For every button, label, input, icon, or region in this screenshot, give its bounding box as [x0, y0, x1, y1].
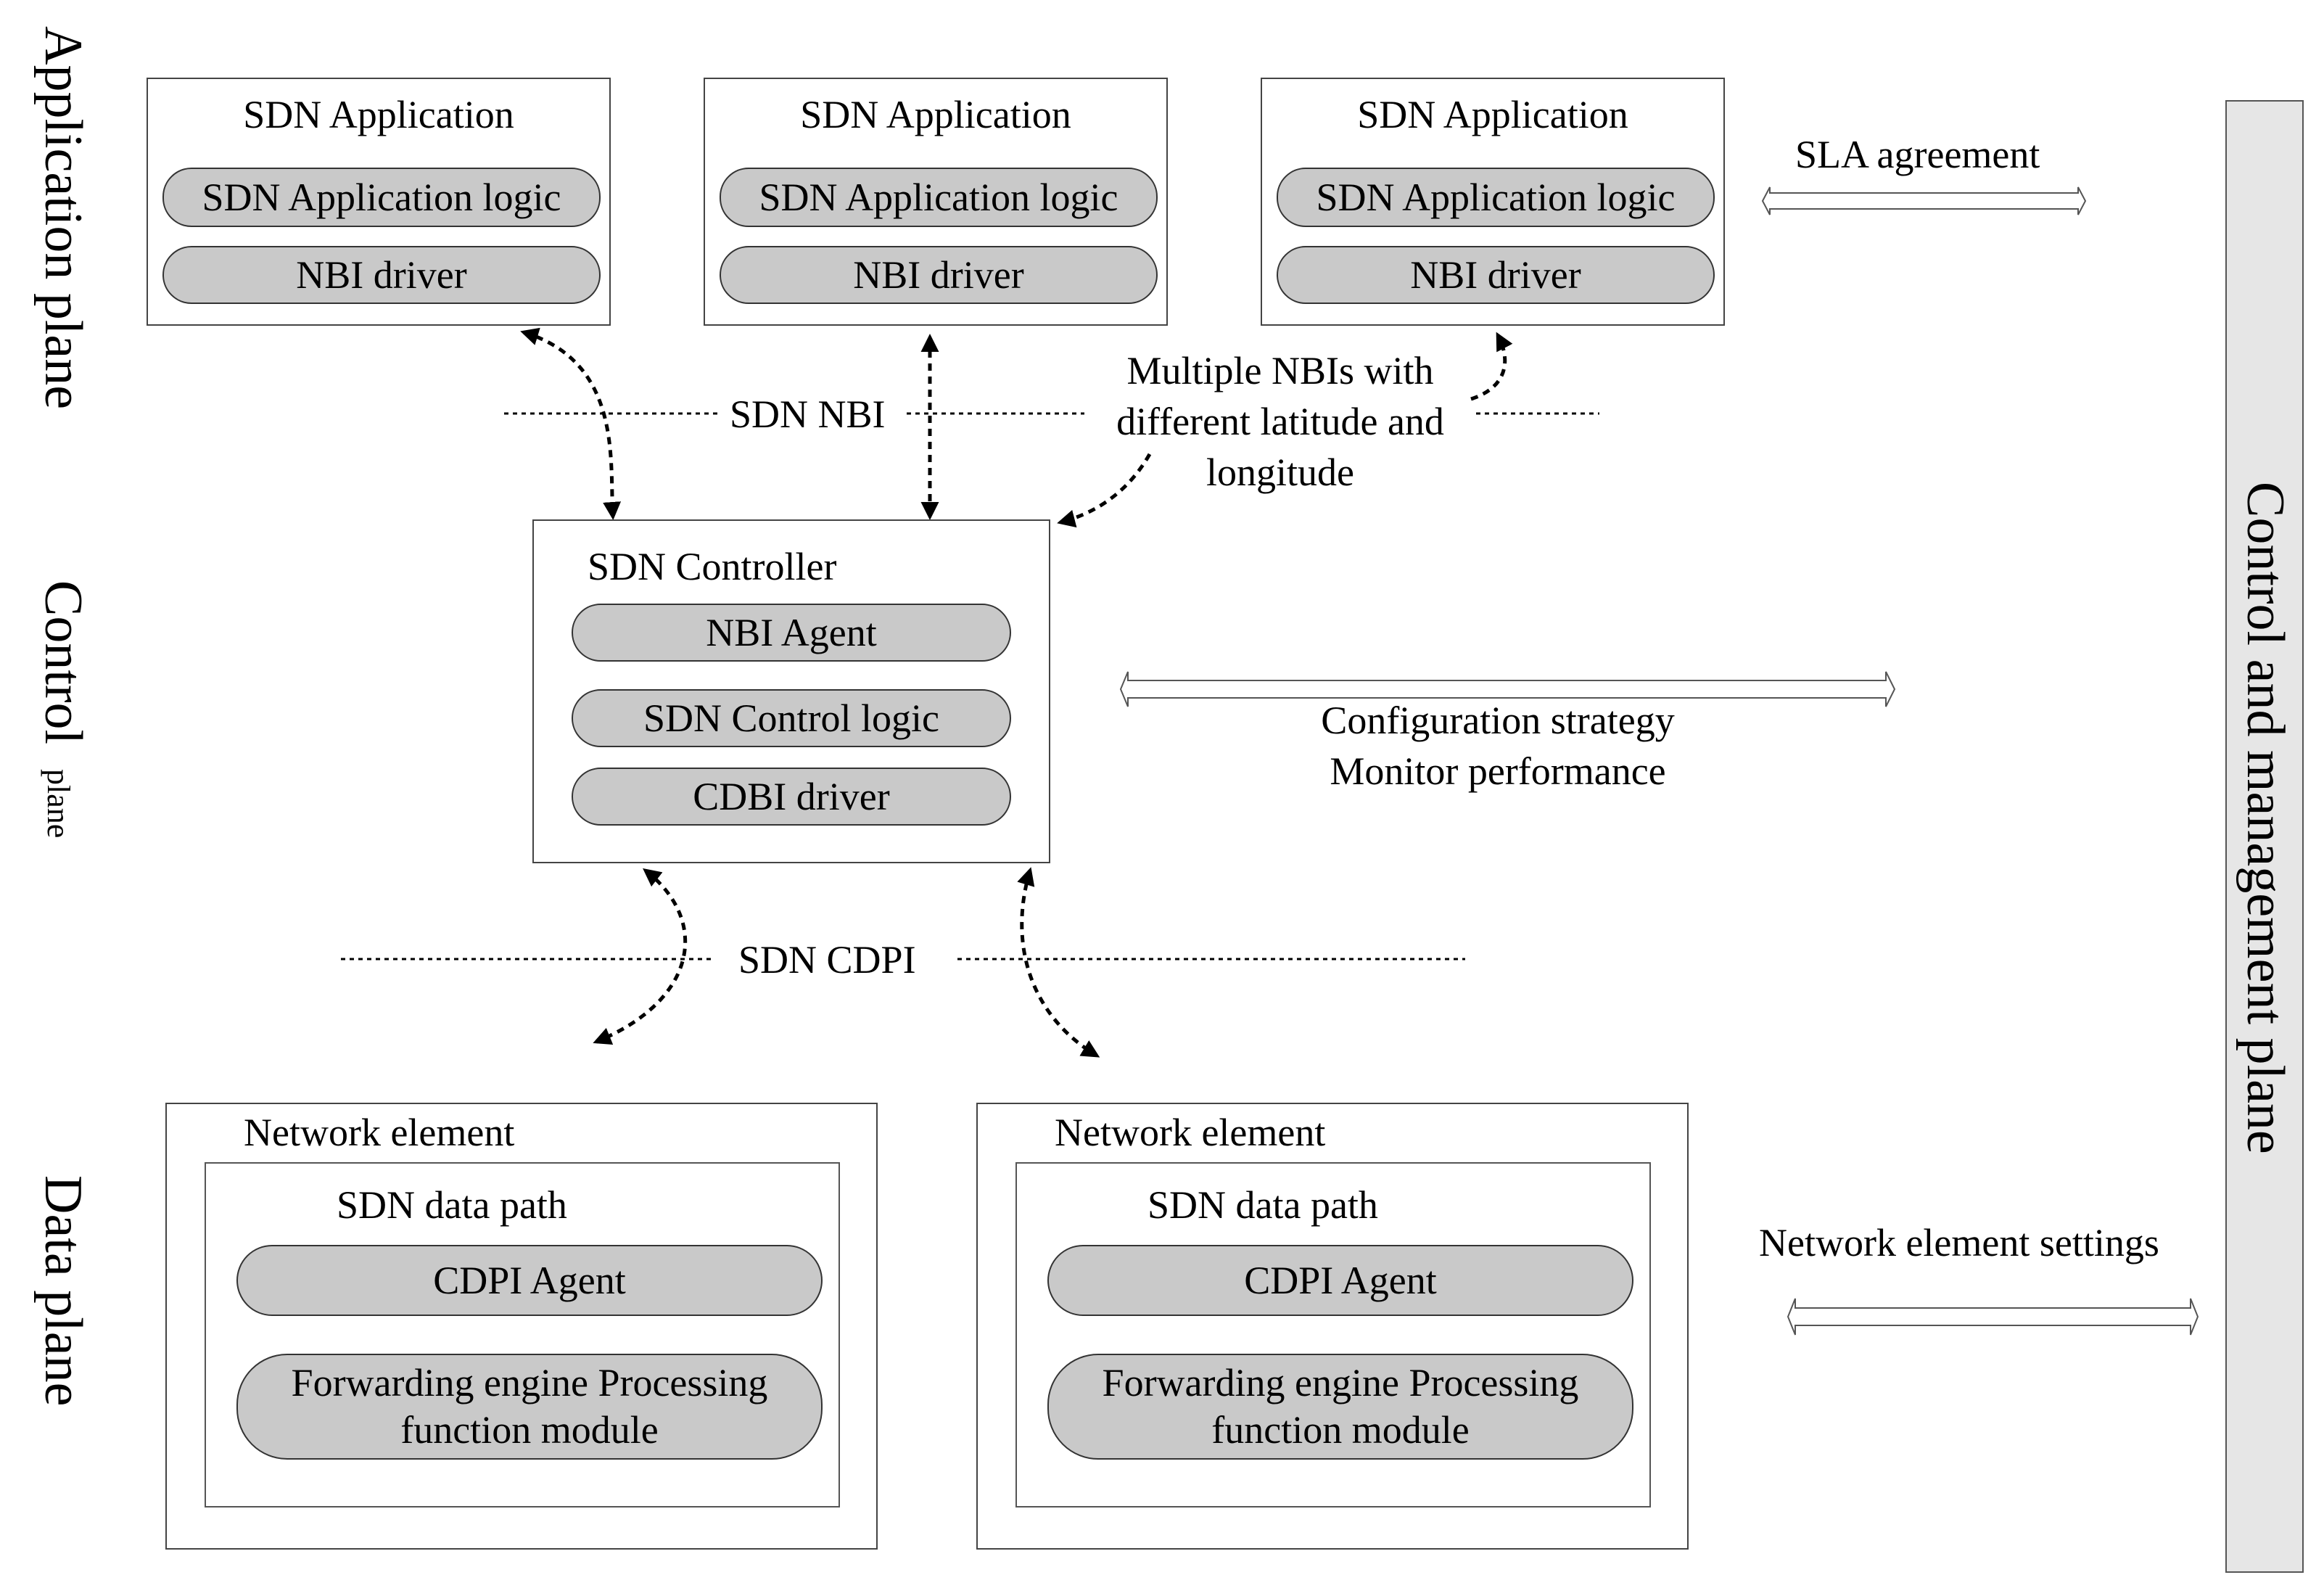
sdn-application-box: SDN Application SDN Application logic NB… — [704, 78, 1168, 326]
control-plane-small-label: plane — [41, 769, 76, 839]
multiple-nbi-label-line1: Multiple NBIs with — [1084, 351, 1476, 390]
monitor-performance-label: Monitor performance — [1330, 749, 1666, 793]
cdbi-driver: CDBI driver — [572, 768, 1011, 826]
multiple-nbi-label-line3: longitude — [1206, 451, 1354, 494]
sdn-controller-box: SDN Controller NBI Agent SDN Control log… — [532, 519, 1050, 863]
network-element-title: Network element — [1055, 1111, 1326, 1154]
sdn-nbi-label: SDN NBI — [725, 395, 890, 434]
forwarding-engine-line1: Forwarding engine Processing — [1102, 1361, 1579, 1405]
forwarding-engine-module: Forwarding engine Processing function mo… — [236, 1354, 823, 1460]
control-plane-label: Control — [33, 580, 93, 745]
sdn-data-path-box: SDN data path CDPI Agent Forwarding engi… — [1015, 1162, 1651, 1507]
sdn-data-path-title: SDN data path — [337, 1183, 567, 1227]
sdn-application-logic: SDN Application logic — [720, 168, 1158, 227]
network-element-box: Network element SDN data path CDPI Agent… — [976, 1103, 1689, 1550]
sdn-control-logic: SDN Control logic — [572, 689, 1011, 747]
cdpi-arrow-ne2 — [1017, 867, 1100, 1058]
sdn-cdpi-label: SDN CDPI — [734, 940, 920, 979]
sdn-application-logic: SDN Application logic — [1277, 168, 1715, 227]
nbi-driver: NBI driver — [1277, 246, 1715, 304]
management-plane-bar — [2225, 100, 2304, 1573]
sdn-controller-title: SDN Controller — [588, 545, 837, 588]
nbi-driver: NBI driver — [162, 246, 601, 304]
nbi-driver: NBI driver — [720, 246, 1158, 304]
sdn-data-path-box: SDN data path CDPI Agent Forwarding engi… — [205, 1162, 840, 1507]
sdn-application-box: SDN Application SDN Application logic NB… — [147, 78, 611, 326]
configuration-strategy-label: Configuration strategy — [1321, 699, 1675, 742]
forwarding-engine-module: Forwarding engine Processing function mo… — [1047, 1354, 1633, 1460]
config-double-arrow — [1119, 671, 1896, 707]
cdpi-agent: CDPI Agent — [236, 1245, 823, 1316]
data-plane-label: Data plane — [33, 1175, 93, 1407]
multi-nbi-arrow-app3 — [1470, 332, 1513, 401]
sdn-application-title: SDN Application — [1357, 93, 1628, 136]
forwarding-engine-line2: function module — [1211, 1408, 1470, 1452]
network-element-settings-label: Network element settings — [1759, 1221, 2159, 1264]
network-element-title: Network element — [244, 1111, 515, 1154]
management-plane-label: Control and management plane — [2236, 482, 2295, 1154]
sla-agreement-label: SLA agreement — [1795, 133, 2040, 176]
multiple-nbi-label-line2: different latitude and — [1084, 402, 1476, 441]
network-element-box: Network element SDN data path CDPI Agent… — [165, 1103, 878, 1550]
nbi-arrow-app1 — [520, 327, 622, 520]
application-plane-label: Application plane — [33, 26, 93, 410]
forwarding-engine-line2: function module — [400, 1408, 659, 1452]
sdn-application-box: SDN Application SDN Application logic NB… — [1261, 78, 1725, 326]
sdn-application-title: SDN Application — [800, 93, 1071, 136]
nbi-agent: NBI Agent — [572, 604, 1011, 662]
sdn-data-path-title: SDN data path — [1147, 1183, 1378, 1227]
sdn-application-title: SDN Application — [243, 93, 514, 136]
ne-settings-double-arrow — [1787, 1298, 2199, 1336]
multi-nbi-arrow-controller — [1057, 453, 1152, 528]
forwarding-engine-line1: Forwarding engine Processing — [291, 1361, 768, 1405]
cdpi-agent: CDPI Agent — [1047, 1245, 1633, 1316]
sdn-application-logic: SDN Application logic — [162, 168, 601, 227]
cdpi-arrow-ne1 — [593, 868, 688, 1045]
sla-double-arrow — [1761, 186, 2087, 215]
